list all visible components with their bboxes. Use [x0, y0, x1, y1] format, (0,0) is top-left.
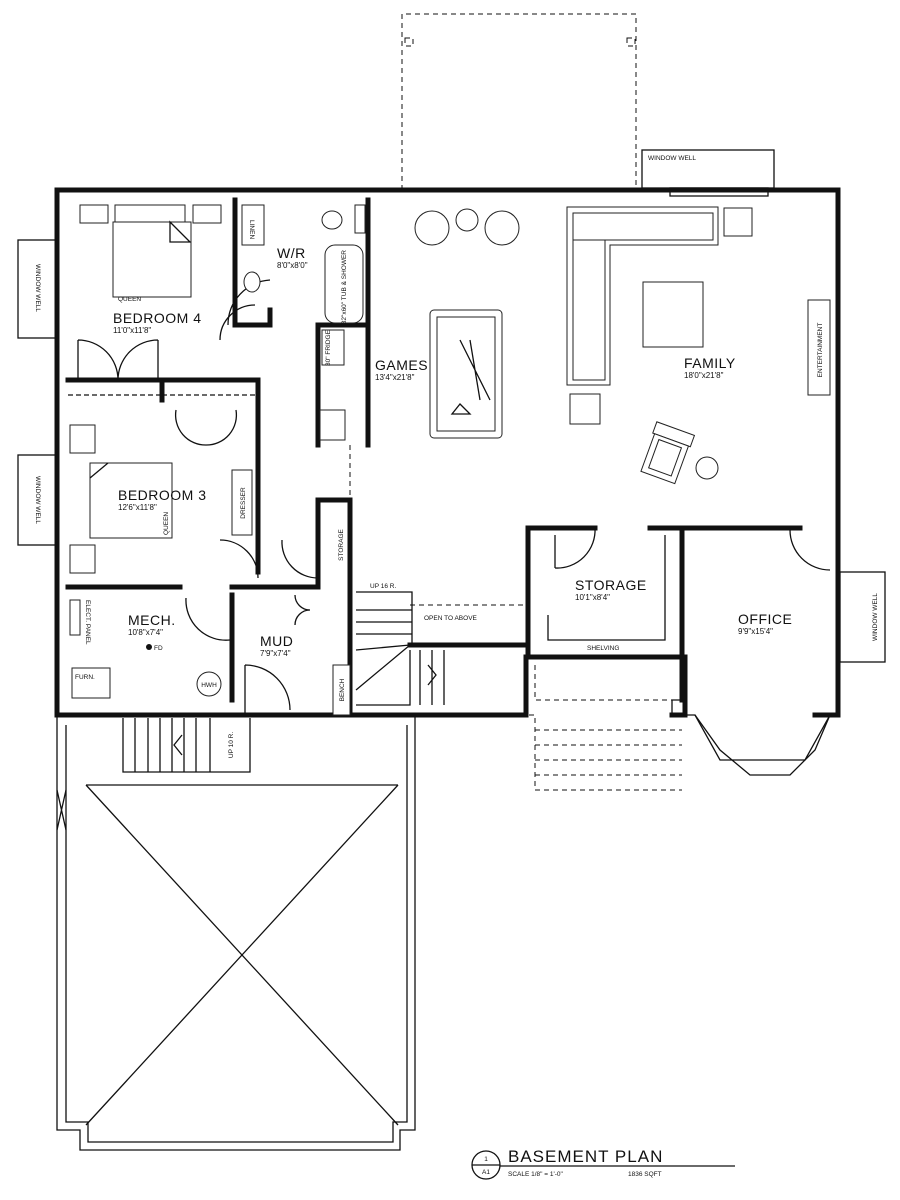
svg-text:STORAGE: STORAGE [338, 529, 345, 561]
svg-text:WINDOW WELL: WINDOW WELL [34, 476, 41, 524]
svg-text:30" FRIDGE: 30" FRIDGE [325, 329, 332, 366]
svg-text:WINDOW WELL: WINDOW WELL [648, 155, 696, 162]
interior-walls [65, 197, 803, 718]
svg-text:12'6"x11'8": 12'6"x11'8" [118, 503, 157, 512]
svg-text:ENTERTAINMENT: ENTERTAINMENT [817, 323, 824, 378]
svg-text:10'1"x8'4": 10'1"x8'4" [575, 593, 610, 602]
svg-text:HWH: HWH [201, 682, 217, 689]
svg-text:FAMILY: FAMILY [684, 355, 736, 371]
svg-text:MUD: MUD [260, 633, 293, 649]
svg-text:UP 10 R.: UP 10 R. [228, 732, 235, 758]
svg-text:SHELVING: SHELVING [587, 645, 619, 652]
svg-text:OFFICE: OFFICE [738, 611, 792, 627]
svg-text:ELECT. PANEL: ELECT. PANEL [84, 600, 91, 645]
room-label-mech: MECH. 10'8"x7'4" [128, 612, 176, 637]
deck-outline [401, 13, 637, 190]
furniture [69, 204, 831, 716]
svg-text:MECH.: MECH. [128, 612, 176, 628]
doors [77, 279, 831, 715]
svg-text:BEDROOM 3: BEDROOM 3 [118, 487, 207, 503]
svg-text:18'0"x21'8": 18'0"x21'8" [684, 371, 724, 380]
room-label-family: FAMILY 18'0"x21'8" [684, 355, 736, 380]
svg-text:OPEN TO ABOVE: OPEN TO ABOVE [424, 615, 478, 622]
annotations: QUEEN LINEN 32"x60" TUB & SHOWER 30" FRI… [75, 220, 824, 758]
svg-text:DRESSER: DRESSER [240, 487, 247, 519]
room-label-storage: STORAGE 10'1"x8'4" [575, 577, 647, 602]
svg-text:BENCH: BENCH [339, 678, 346, 701]
svg-text:GAMES: GAMES [375, 357, 428, 373]
room-label-games: GAMES 13'4"x21'8" [375, 357, 428, 382]
room-label-wr: W/R 8'0"x8'0" [277, 245, 308, 270]
svg-text:11'0"x11'8": 11'0"x11'8" [113, 326, 151, 335]
svg-text:STORAGE: STORAGE [575, 577, 647, 593]
window-well-left-upper: WINDOW WELL [17, 239, 58, 339]
svg-text:UP 16 R.: UP 16 R. [370, 583, 396, 590]
svg-text:WINDOW WELL: WINDOW WELL [872, 593, 879, 641]
room-label-bedroom-4: BEDROOM 4 11'0"x11'8" [113, 310, 202, 335]
svg-text:10'8"x7'4": 10'8"x7'4" [128, 628, 163, 637]
exterior-walls [54, 187, 841, 1151]
svg-text:8'0"x8'0": 8'0"x8'0" [277, 261, 308, 270]
svg-text:BEDROOM 4: BEDROOM 4 [113, 310, 202, 326]
svg-text:QUEEN: QUEEN [118, 296, 141, 303]
svg-text:LINEN: LINEN [248, 220, 255, 239]
svg-text:A1: A1 [482, 1169, 490, 1176]
svg-text:FURN.: FURN. [75, 674, 95, 681]
window-well-left-lower: WINDOW WELL [17, 454, 58, 546]
room-label-office: OFFICE 9'9"x15'4" [738, 611, 792, 636]
svg-text:W/R: W/R [277, 245, 306, 261]
stairs [122, 591, 682, 791]
svg-text:1836 SQFT: 1836 SQFT [628, 1171, 662, 1178]
svg-text:1: 1 [484, 1156, 488, 1163]
svg-text:SCALE 1/8" = 1'-0": SCALE 1/8" = 1'-0" [508, 1171, 564, 1178]
window-well-right: WINDOW WELL [839, 571, 886, 663]
svg-text:13'4"x21'8": 13'4"x21'8" [375, 373, 415, 382]
title-block: 1 A1 BASEMENT PLAN SCALE 1/8" = 1'-0" 18… [471, 1147, 735, 1180]
svg-text:QUEEN: QUEEN [163, 512, 170, 535]
plan-title: BASEMENT PLAN [508, 1147, 663, 1166]
room-label-bedroom-3: BEDROOM 3 12'6"x11'8" [118, 487, 207, 512]
svg-text:32"x60" TUB & SHOWER: 32"x60" TUB & SHOWER [341, 250, 348, 325]
svg-text:FD: FD [154, 645, 163, 652]
svg-text:WINDOW WELL: WINDOW WELL [34, 264, 41, 312]
svg-text:7'9"x7'4": 7'9"x7'4" [260, 649, 291, 658]
room-label-mud: MUD 7'9"x7'4" [260, 633, 293, 658]
svg-text:9'9"x15'4": 9'9"x15'4" [738, 627, 773, 636]
